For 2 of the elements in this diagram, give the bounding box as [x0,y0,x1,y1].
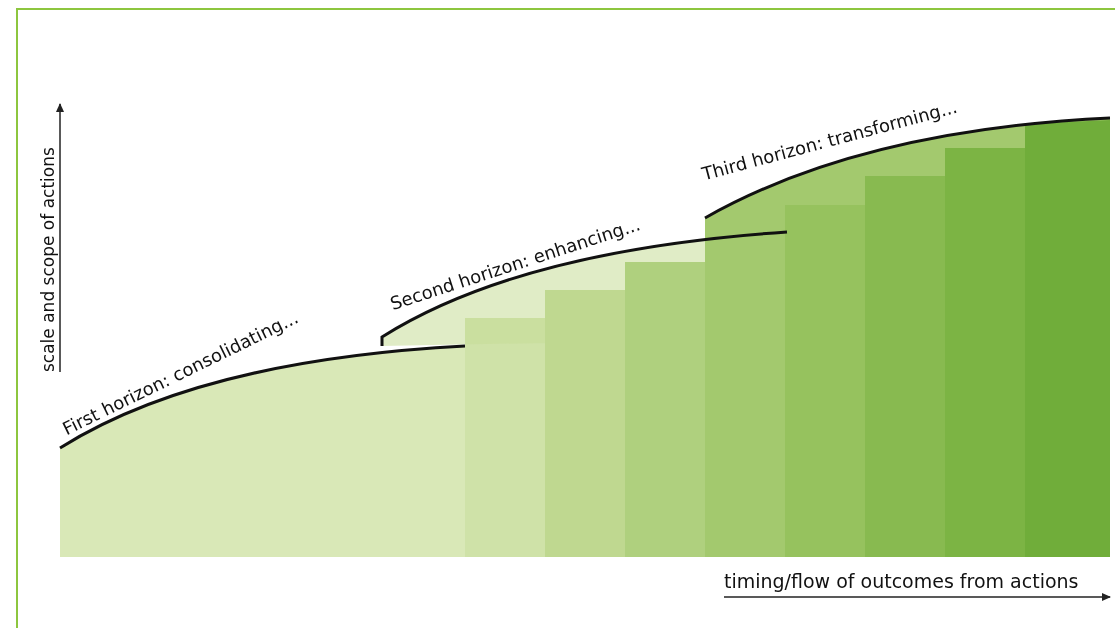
axis-label: scale and scope of actions [40,147,57,372]
axis-label: timing/flow of outcomes from actions [724,572,1079,591]
